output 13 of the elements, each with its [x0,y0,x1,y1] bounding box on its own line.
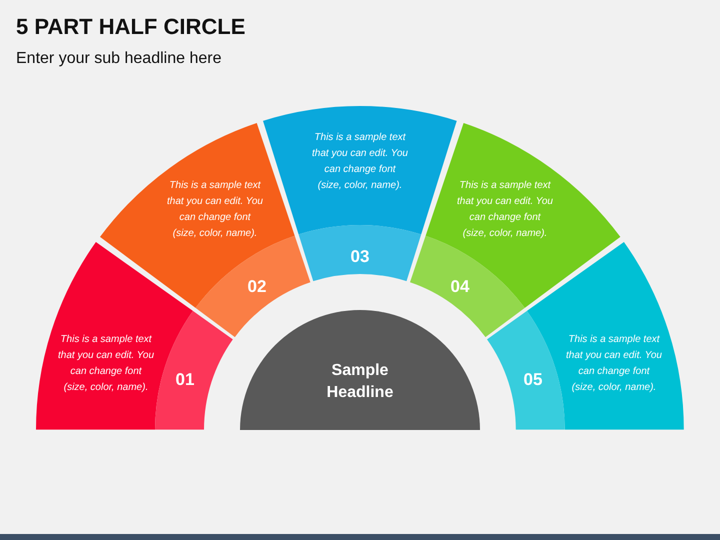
step-number: 03 [350,247,370,267]
segment-description: This is a sample text that you can edit. You can change font (size, color, name). [566,332,662,395]
center-headline: Sample Headline [326,361,394,403]
subtitle: Enter your sub headline here [16,50,222,68]
step-number: 04 [450,276,470,297]
step-number: 02 [248,276,266,297]
segment-description: This is a sample text that you can edit. You can change font (size, color, name). [166,178,263,241]
step-number: 01 [176,370,194,390]
step-number: 05 [524,370,542,390]
segment-description: This is a sample text that you can edit. You can change font (size, color, name). [456,178,553,241]
segment-description: This is a sample text that you can edit. You can change font (size, color, name). [58,332,154,395]
title: 5 PART HALF CIRCLE [16,14,246,40]
segment-description: This is a sample text that you can edit. You can change font (size, color, name). [312,131,408,193]
